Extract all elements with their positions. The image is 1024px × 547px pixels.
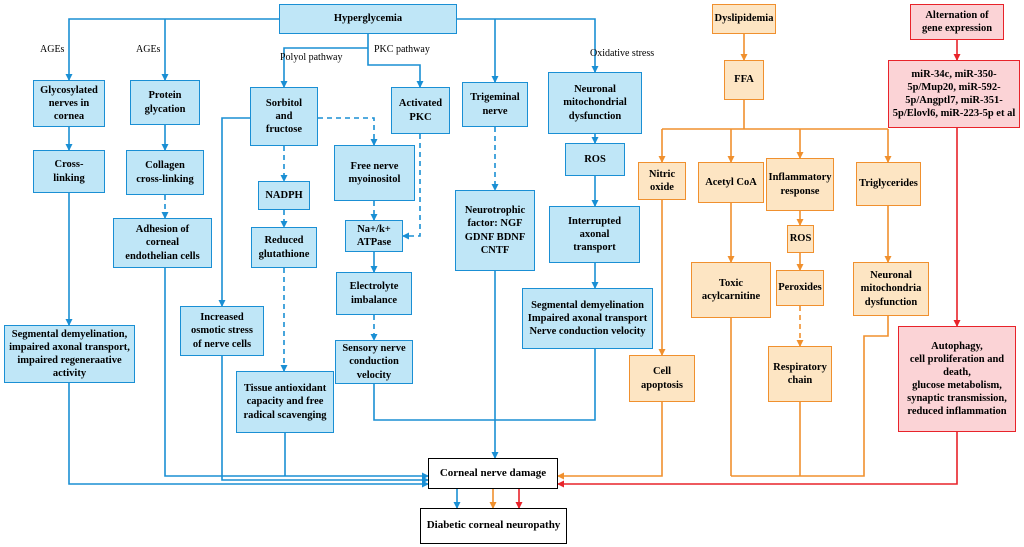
node-nitric-oxide: Nitric oxide	[638, 162, 686, 200]
node-sorbitol-fructose: Sorbitol and fructose	[250, 87, 318, 146]
node-mitochondrial-dysfunction: Neuronal mitochondrial dysfunction	[548, 72, 642, 134]
node-mirna-list: miR-34c, miR-350- 5p/Mup20, miR-592- 5p/…	[888, 60, 1020, 128]
node-tissue-antioxidant: Tissue antioxidant capacity and free rad…	[236, 371, 334, 433]
link-sorbitol-free	[318, 117, 378, 146]
node-ros-blue: ROS	[565, 143, 625, 176]
link-to-pkc	[367, 48, 424, 88]
label-oxidative-stress: Oxidative stress	[590, 48, 655, 59]
node-electrolyte-imbalance: Electrolyte imbalance	[336, 272, 412, 315]
link-sorbitol-osmotic	[218, 117, 250, 307]
node-collagen-cross-linking: Collagen cross-linking	[126, 150, 204, 195]
node-toxic-acylcarnitine: Toxic acylcarnitine	[691, 262, 771, 318]
node-glycosylated-nerves: Glycosylated nerves in cornea	[33, 80, 105, 127]
node-cell-apoptosis: Cell apoptosis	[629, 355, 695, 402]
node-dyslipidemia: Dyslipidemia	[712, 4, 776, 34]
node-segmental-demyelination-1: Segmental demyelination, impaired axonal…	[4, 325, 135, 383]
node-respiratory-chain: Respiratory chain	[768, 346, 832, 402]
node-activated-pkc: Activated PKC	[391, 87, 450, 134]
node-protein-glycation: Protein glycation	[130, 80, 200, 125]
node-free-nerve-myoinositol: Free nerve myoinositol	[334, 145, 415, 201]
link-apoptosis-damage	[557, 402, 663, 480]
node-reduced-glutathione: Reduced glutathione	[251, 227, 317, 268]
node-osmotic-stress: Increased osmotic stress of nerve cells	[180, 306, 264, 356]
label-polyol-pathway: Polyol pathway	[280, 52, 343, 63]
link-autophagy-damage	[557, 432, 958, 488]
node-adhesion-corneal: Adhesion of corneal endothelian cells	[113, 218, 212, 268]
node-ffa: FFA	[724, 60, 764, 100]
link-adhesion-damage	[164, 268, 429, 480]
link-seg2-damage	[495, 349, 596, 421]
node-trigeminal-nerve: Trigeminal nerve	[462, 82, 528, 127]
label-ages-right: AGEs	[136, 44, 161, 55]
link-osmotic-damage	[221, 356, 429, 484]
node-peroxides: Peroxides	[776, 270, 824, 306]
node-neurotrophic-factor: Neurotrophic factor: NGF GDNF BDNF CNTF	[455, 190, 535, 271]
node-alternation-gene-expression: Alternation of gene expression	[910, 4, 1004, 40]
link-hyperglycemia-bus	[65, 18, 279, 81]
link-sensory-damage	[373, 384, 495, 421]
label-ages-left: AGEs	[40, 44, 65, 55]
label-pkc-pathway: PKC pathway	[374, 44, 430, 55]
link-pkc-atpase	[402, 134, 421, 240]
node-corneal-nerve-damage: Corneal nerve damage	[428, 458, 558, 489]
node-hyperglycemia: Hyperglycemia	[279, 4, 457, 34]
node-neuronal-mitochondria: Neuronal mitochondria dysfunction	[853, 262, 929, 316]
node-triglycerides: Triglycerides	[856, 162, 921, 206]
node-inflammatory-response: Inflammatory response	[766, 158, 834, 211]
node-cross-linking: Cross- linking	[33, 150, 105, 193]
node-diabetic-corneal-neuropathy: Diabetic corneal neuropathy	[420, 508, 567, 544]
node-acetyl-coa: Acetyl CoA	[698, 162, 764, 203]
link-hyperglycemia-right	[457, 18, 599, 73]
node-nadph: NADPH	[258, 181, 310, 210]
link-neuronal-damage	[731, 316, 889, 477]
link-seg1-damage	[68, 383, 429, 488]
node-ros-orange: ROS	[787, 225, 814, 253]
link-to-sorbitol	[280, 47, 368, 88]
node-interrupted-axonal-transport: Interrupted axonal transport	[549, 206, 640, 263]
node-na-k-atpase: Na+/k+ ATPase	[345, 220, 403, 252]
node-segmental-demyelination-2: Segmental demyelination Impaired axonal …	[522, 288, 653, 349]
node-autophagy-outcomes: Autophagy, cell proliferation and death,…	[898, 326, 1016, 432]
node-sensory-nerve: Sensory nerve conduction velocity	[335, 340, 413, 384]
